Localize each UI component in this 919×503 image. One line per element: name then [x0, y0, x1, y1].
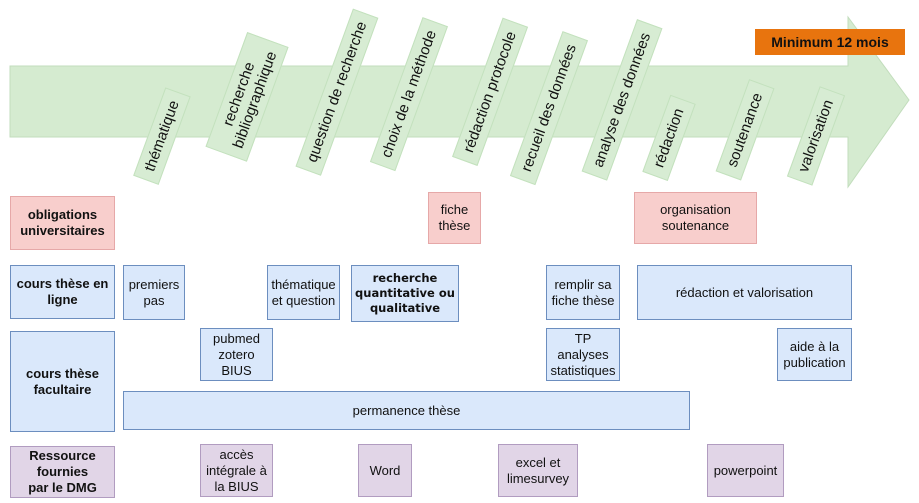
box-fiche-these: fiche thèse	[428, 192, 481, 244]
box-organisation-soutenance: organisation soutenance	[634, 192, 757, 244]
box-word: Word	[358, 444, 412, 497]
box-thematique-question: thématique et question	[267, 265, 340, 320]
box-premiers-pas: premiers pas	[123, 265, 185, 320]
box-excel-limesurvey: excel et limesurvey	[498, 444, 578, 497]
row-header-cours-en-ligne: cours thèse en ligne	[10, 265, 115, 319]
duration-badge: Minimum 12 mois	[755, 29, 905, 55]
row-header-cours-facultaire: cours thèse facultaire	[10, 331, 115, 432]
box-aide-publication: aide à la publication	[777, 328, 852, 381]
box-acces-bius: accès intégrale à la BIUS	[200, 444, 273, 497]
box-tp-analyses: TP analyses statistiques	[546, 328, 620, 381]
box-redaction-valorisation: rédaction et valorisation	[637, 265, 852, 320]
box-recherche-quantitative: recherche quantitative ou qualitative	[351, 265, 459, 322]
box-pubmed-zotero-bius: pubmed zotero BIUS	[200, 328, 273, 381]
box-permanence-these: permanence thèse	[123, 391, 690, 430]
row-header-obligations: obligations universitaires	[10, 196, 115, 250]
box-powerpoint: powerpoint	[707, 444, 784, 497]
row-header-ressources: Ressource fournies par le DMG	[10, 446, 115, 498]
box-remplir-fiche: remplir sa fiche thèse	[546, 265, 620, 320]
